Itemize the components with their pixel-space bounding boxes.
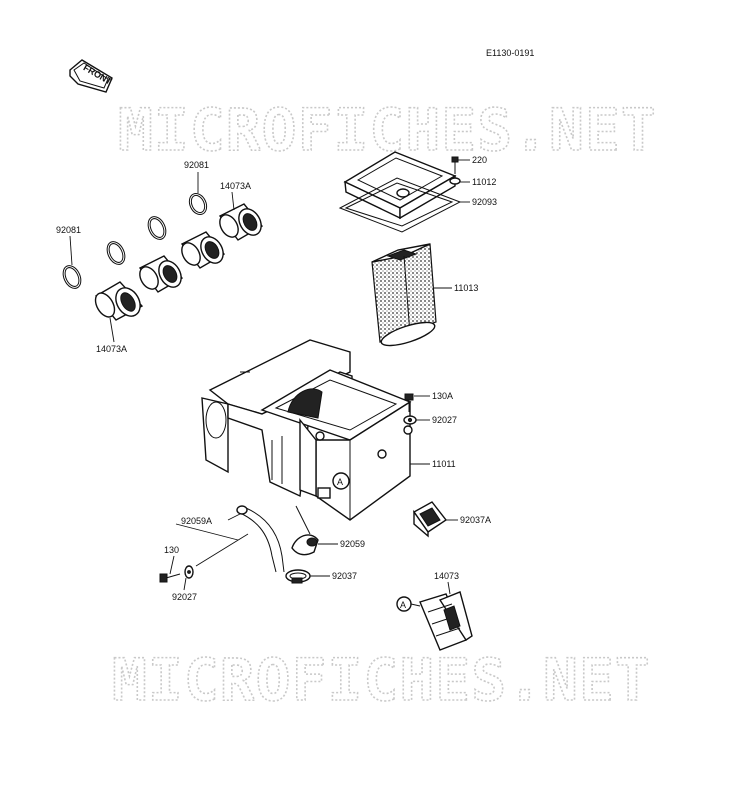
diagram-code: E1130-0191 [486, 48, 534, 58]
label-92037A: 92037A [460, 515, 491, 525]
air-cleaner-housing-11011: A [201, 339, 413, 521]
ref-A-housing: A [337, 477, 343, 487]
label-14073A-upper: 14073A [220, 181, 251, 191]
screw-220 [449, 156, 461, 185]
front-arrow: FRONT [69, 59, 114, 93]
duct-14073A-upper [218, 203, 264, 241]
drain-plug-92059 [291, 505, 319, 556]
label-130A: 130A [432, 391, 453, 401]
label-11013: 11013 [454, 283, 478, 293]
label-11011: 11011 [432, 459, 456, 469]
duct-14073A-second [180, 231, 226, 269]
label-14073: 14073 [434, 571, 459, 581]
leader-lines [69, 159, 470, 595]
o-ring-92081-upper [188, 192, 208, 216]
label-92027-lower: 92027 [172, 592, 197, 602]
bolt-130 [159, 573, 181, 583]
label-92037: 92037 [332, 571, 357, 581]
label-14073A-lower: 14073A [96, 344, 127, 354]
watermark-bottom: MICROFICHES.NET [112, 646, 651, 714]
o-ring-92081-left [62, 265, 82, 289]
duct-14073: A [396, 591, 473, 651]
washer-92027-lower [184, 565, 194, 579]
label-130: 130 [164, 545, 179, 555]
duct-14073A-lower [94, 281, 144, 321]
drain-tube-92059A [236, 505, 285, 573]
callout-labels: 220 11012 92093 11013 92081 14073A 92081… [56, 155, 497, 602]
clamp-92037A [412, 501, 448, 538]
bolt-130A [404, 393, 414, 412]
ref-A-duct: A [400, 600, 406, 610]
air-cleaner-cap-11012 [343, 151, 457, 220]
label-92027-upper: 92027 [432, 415, 457, 425]
washer-92027-upper [403, 415, 417, 425]
clamp-92037 [285, 569, 311, 584]
label-11012: 11012 [472, 177, 496, 187]
o-ring-92081-mid [147, 216, 167, 240]
label-92093: 92093 [472, 197, 497, 207]
o-ring-92081-mid2 [106, 241, 126, 265]
label-92081-upper: 92081 [184, 160, 209, 170]
label-92081-left: 92081 [56, 225, 81, 235]
duct-14073A-third [138, 255, 184, 293]
label-92059A: 92059A [181, 516, 212, 526]
air-filter-element-11013 [371, 243, 437, 347]
label-92059: 92059 [340, 539, 365, 549]
watermark-top: MICROFICHES.NET [118, 96, 657, 164]
label-220: 220 [472, 155, 487, 165]
